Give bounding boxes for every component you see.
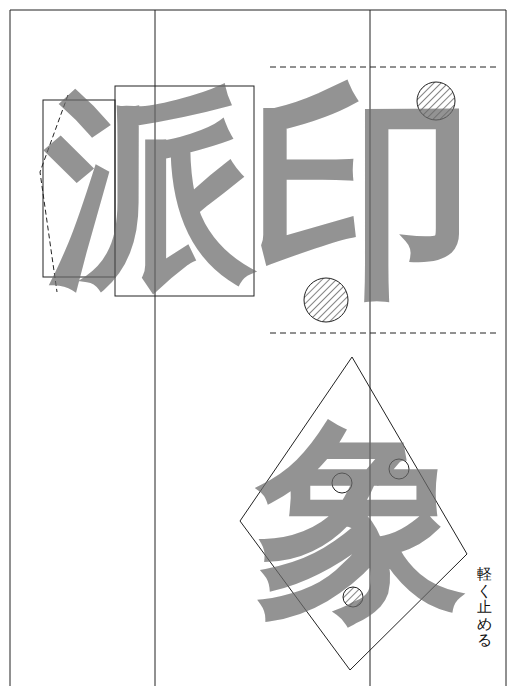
brush-character: 象 [256,418,468,630]
frame-line [506,10,507,686]
frame-line [10,10,11,686]
dashed-line [270,333,498,334]
frame-line [10,10,506,11]
brush-character: 派 [45,86,257,298]
brush-character: 印 [250,82,476,308]
guide-diamond [240,357,467,670]
dashed-line [270,67,498,68]
note-text: 軽く止める [477,566,492,649]
